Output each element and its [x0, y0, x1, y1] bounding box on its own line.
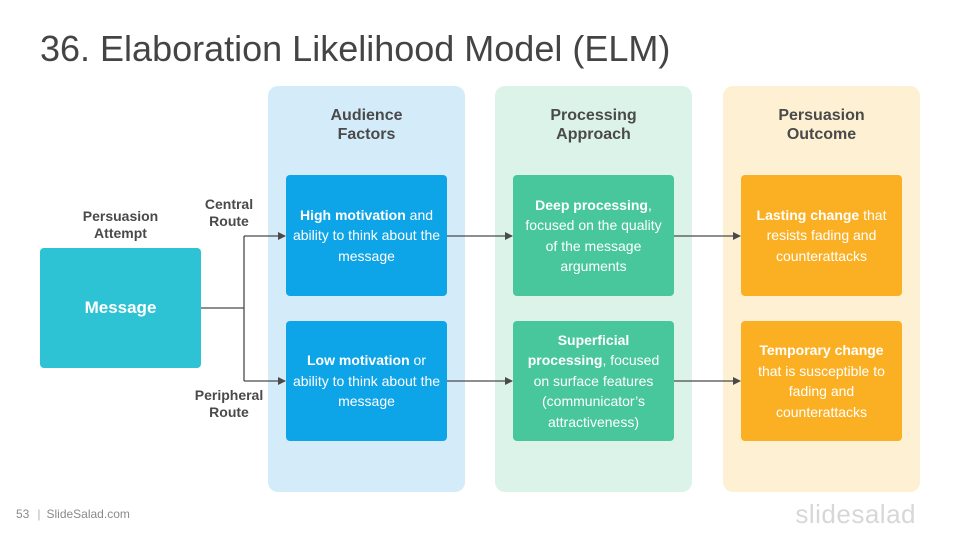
footer-separator: |	[37, 507, 41, 521]
outcome-header-line2: Outcome	[786, 126, 857, 143]
central-processing-rest: , focused on the quality of the message …	[525, 196, 662, 275]
outcome-header-line1: Persuasion	[778, 107, 865, 124]
central-audience-box: High motivation and ability to think abo…	[286, 175, 447, 296]
peripheral-outcome-bold: Temporary change	[759, 342, 884, 358]
page-number: 53	[16, 507, 30, 521]
peripheral-audience-text: Low motivation or ability to think about…	[292, 350, 441, 412]
central-audience-text: High motivation and ability to think abo…	[292, 205, 441, 267]
processing-header-line2: Approach	[556, 126, 631, 143]
central-outcome-bold: Lasting change	[756, 206, 860, 223]
persuasion-attempt-label: Persuasion Attempt	[72, 208, 169, 242]
processing-header-line1: Processing	[550, 107, 637, 124]
central-route-label: Central Route	[198, 196, 260, 230]
central-processing-bold: Deep processing	[535, 196, 648, 213]
peripheral-processing-box: Superficial processing, focused on surfa…	[513, 321, 674, 441]
central-processing-box: Deep processing, focused on the quality …	[513, 175, 674, 296]
central-outcome-box: Lasting change that resists fading and c…	[741, 175, 902, 296]
peripheral-audience-box: Low motivation or ability to think about…	[286, 321, 447, 441]
peripheral-outcome-rest: that is susceptible to fading and counte…	[758, 362, 885, 420]
peripheral-route-line2: Route	[209, 404, 249, 420]
peripheral-route-label: Peripheral Route	[190, 387, 268, 421]
peripheral-processing-bold: Superficial processing	[527, 331, 630, 369]
central-processing-text: Deep processing, focused on the quality …	[519, 195, 668, 277]
persuasion-attempt-line2: Attempt	[94, 225, 147, 241]
central-outcome-rest: that resists fading and counterattacks	[766, 206, 887, 264]
peripheral-processing-text: Superficial processing, focused on surfa…	[519, 330, 668, 433]
central-route-line1: Central	[204, 196, 254, 212]
message-box: Message	[40, 248, 201, 368]
slide-title: 36. Elaboration Likelihood Model (ELM)	[40, 28, 671, 69]
footer-site-link[interactable]: SlideSalad.com	[46, 507, 130, 521]
slidesalad-logo: slidesalad	[795, 499, 916, 529]
audience-factors-header: Audience Factors	[268, 106, 465, 144]
audience-header-line2: Factors	[337, 126, 396, 143]
central-route-line2: Route	[209, 213, 249, 229]
peripheral-outcome-box: Temporary change that is susceptible to …	[741, 321, 902, 441]
persuasion-attempt-line1: Persuasion	[82, 208, 159, 224]
message-label: Message	[84, 298, 157, 317]
peripheral-outcome-text: Temporary change that is susceptible to …	[747, 340, 896, 422]
peripheral-audience-rest: or ability to think about the message	[292, 352, 441, 410]
processing-approach-header: Processing Approach	[495, 106, 692, 144]
peripheral-route-line1: Peripheral	[194, 387, 264, 403]
peripheral-processing-rest: , focused on surface features (communica…	[533, 352, 660, 430]
persuasion-outcome-header: Persuasion Outcome	[723, 106, 920, 144]
central-audience-bold: High motivation	[299, 206, 406, 223]
slide-footer: 53 | SlideSalad.com	[16, 507, 130, 521]
audience-header-line1: Audience	[330, 107, 403, 124]
central-audience-rest: and ability to think about the message	[292, 206, 441, 264]
peripheral-audience-bold: Low motivation	[306, 352, 410, 369]
central-outcome-text: Lasting change that resists fading and c…	[747, 205, 896, 267]
